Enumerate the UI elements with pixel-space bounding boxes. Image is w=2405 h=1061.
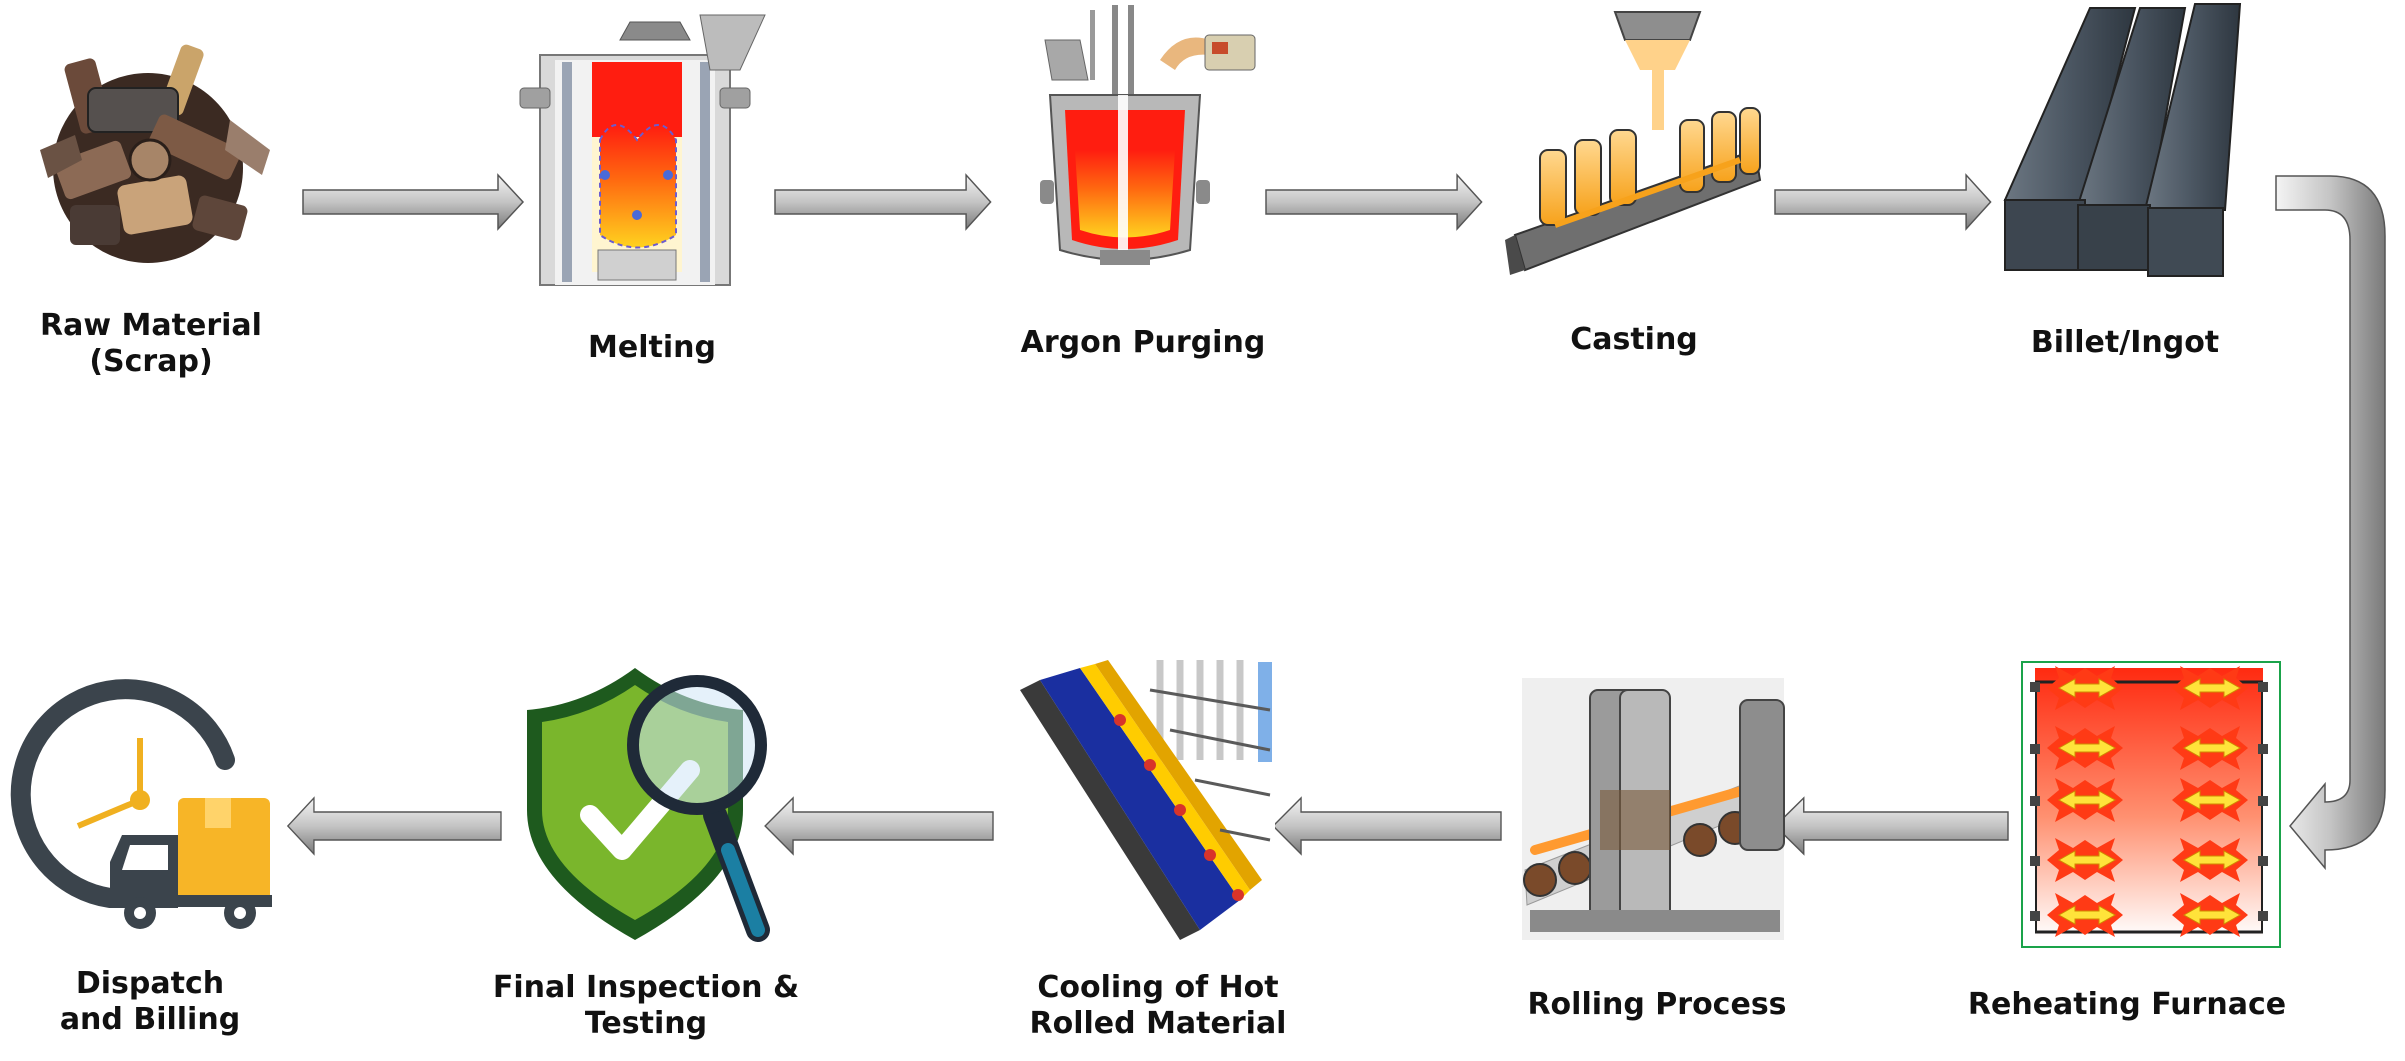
arrow-cooling-to-inspection <box>764 797 994 855</box>
continuous-caster-icon <box>1505 11 1762 275</box>
steel-billets-icon <box>2003 3 2242 277</box>
clock-delivery-truck-icon <box>10 679 272 929</box>
label-cooling: Cooling of Hot Rolled Material <box>1029 970 1287 1041</box>
label-casting: Casting <box>1570 322 1698 357</box>
arrow-reheating-to-rolling <box>1774 797 2009 855</box>
label-dispatch: Dispatch and Billing <box>59 966 241 1037</box>
scrap-pile-icon <box>40 44 270 263</box>
label-rolling-process: Rolling Process <box>1527 987 1787 1022</box>
label-reheating-furnace: Reheating Furnace <box>1967 987 2287 1022</box>
label-argon-purging: Argon Purging <box>1020 325 1266 360</box>
label-raw-material: Raw Material (Scrap) <box>40 308 262 379</box>
induction-furnace-icon <box>519 14 766 286</box>
arrow-casting-to-billet <box>1774 174 1992 230</box>
arrow-billet-to-reheating <box>2275 175 2386 871</box>
reheating-furnace-icon <box>2021 661 2281 948</box>
shield-check-magnifier-icon <box>527 668 770 942</box>
arrow-inspection-to-dispatch <box>287 797 502 855</box>
arrow-argon-to-casting <box>1265 174 1483 230</box>
label-melting: Melting <box>588 330 716 365</box>
label-final-inspection: Final Inspection & Testing <box>492 970 800 1041</box>
arrow-raw-to-melting <box>302 174 524 230</box>
ladle-furnace-icon <box>1040 5 1256 265</box>
label-billet-ingot: Billet/Ingot <box>2030 325 2220 360</box>
rolling-mill-icon <box>1522 678 1785 940</box>
arrow-melting-to-argon <box>774 174 992 230</box>
cooling-bed-icon <box>1018 660 1275 942</box>
arrow-rolling-to-cooling <box>1272 797 1502 855</box>
